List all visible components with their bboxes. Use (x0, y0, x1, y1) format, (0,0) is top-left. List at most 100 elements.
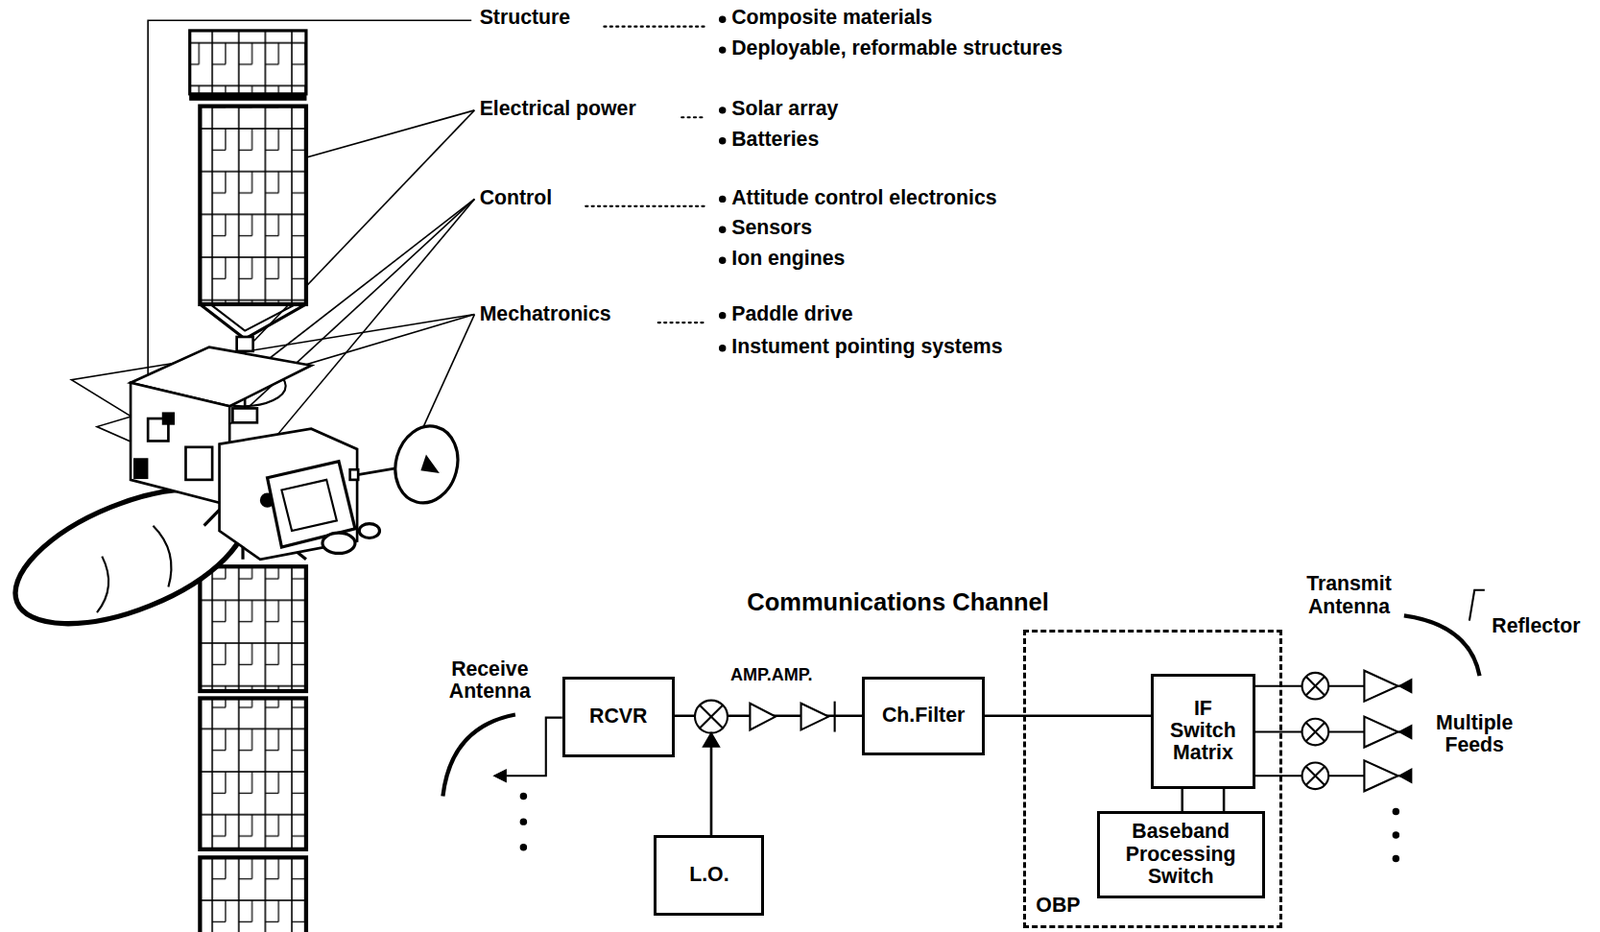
pointing-platform (322, 532, 356, 553)
oscillator-box: L.O. (653, 835, 765, 916)
item-text: Batteries (731, 128, 819, 151)
bullet-dots (718, 344, 726, 352)
solar-mast (237, 336, 254, 352)
item-text: Sensors (731, 216, 812, 239)
filter-box: Ch.Filter (861, 676, 985, 756)
group-heading: Mechatronics (479, 303, 612, 326)
leader-lines (292, 110, 475, 162)
lower-solar-panel (199, 857, 307, 932)
spacecraft-body (185, 447, 213, 480)
group-heading: Structure (479, 6, 571, 29)
spacecraft-body (134, 459, 147, 478)
large-reflector (96, 556, 109, 613)
pointing-platform (267, 461, 381, 554)
ellipsis-dots (520, 792, 527, 800)
mixer-symbol (694, 700, 728, 734)
bullet-dots (718, 195, 726, 203)
output-chains (1255, 685, 1303, 688)
output-chains (1306, 722, 1325, 741)
node-text: IF Switch Matrix (1162, 697, 1244, 765)
output-chains (1255, 730, 1303, 733)
bullet-dots (718, 256, 726, 263)
amplifier-symbol (749, 701, 835, 733)
ellipsis-dots (1392, 855, 1400, 862)
group-heading: Control (479, 187, 553, 210)
node-text: RCVR (589, 705, 647, 728)
group-tag: OBP (1035, 893, 1080, 918)
output-chains (1400, 769, 1412, 783)
dotted-leaders (585, 205, 706, 208)
receive-antenna (494, 769, 507, 783)
output-chains (1363, 716, 1398, 748)
amplifier-symbol (834, 701, 836, 733)
dotted-leaders (658, 321, 707, 324)
item-text: Instument pointing systems (731, 335, 1003, 359)
bullet-dots (718, 311, 726, 319)
upper-solar-panel (199, 304, 307, 339)
processing-box: Baseband Processing Switch (1097, 811, 1266, 898)
output-chains (1328, 730, 1364, 733)
amp-label: AMP.AMP. (730, 666, 813, 686)
transmit-reflector (1404, 615, 1481, 676)
item-text: Composite materials (731, 6, 932, 29)
output-chains (1306, 722, 1325, 741)
dotted-leaders (603, 25, 706, 28)
pointing-platform (281, 479, 336, 531)
lower-solar-panel (199, 566, 307, 692)
receive-antenna (442, 714, 515, 796)
amplifier-symbol (801, 703, 830, 731)
transmit-reflector (1469, 590, 1485, 621)
obp-group: OBP IF Switch MatrixBaseband Processing S… (1023, 629, 1283, 929)
item-text: Deployable, reformable structures (731, 37, 1063, 60)
receive-antenna (442, 714, 562, 796)
lo-arrow (704, 734, 719, 747)
upper-solar-panel (190, 30, 307, 339)
output-chains (1302, 762, 1330, 789)
group-heading: Electrical power (479, 97, 637, 120)
output-chains (1255, 774, 1303, 777)
output-chains (1363, 760, 1398, 791)
item-text: Ion engines (731, 247, 845, 270)
spacecraft-body (130, 382, 230, 506)
bullet-dots (718, 15, 726, 352)
dish-antenna (386, 419, 467, 511)
lower-solar-panel (199, 508, 307, 932)
bullet-dots (718, 46, 726, 53)
section-title: Communications Channel (746, 588, 1050, 616)
upper-solar-panel (190, 94, 307, 100)
ellipsis-dots (520, 843, 527, 851)
ellipsis-dots (520, 792, 1400, 862)
ellipsis-dots (520, 817, 527, 825)
item-text: Paddle drive (731, 303, 853, 326)
item-text: Attitude control electronics (731, 187, 997, 210)
output-chains (1306, 676, 1325, 695)
node-text: Baseband Processing Switch (1099, 820, 1263, 888)
output-chains (1400, 725, 1412, 739)
switch-box: IF Switch Matrix (1150, 673, 1255, 789)
output-chains (1302, 672, 1330, 700)
output-chains (1306, 766, 1325, 786)
spacecraft-body (219, 429, 359, 560)
dotted-leaders (681, 116, 707, 119)
output-chains (1328, 685, 1364, 688)
antenna-label: Receive Antenna (438, 658, 541, 704)
ellipsis-dots (1392, 831, 1400, 838)
mixer-symbol (699, 705, 722, 728)
upper-solar-panel (190, 30, 307, 95)
mixer-symbol (694, 700, 728, 734)
receiver-box: RCVR (562, 676, 675, 758)
output-chains (1400, 679, 1412, 693)
upper-solar-panel (199, 106, 307, 305)
output-chains (1363, 670, 1398, 702)
receive-antenna (505, 717, 562, 777)
node-text: L.O. (689, 863, 729, 886)
dish-antenna (350, 419, 467, 511)
output-chains (1302, 718, 1330, 746)
upper-solar-panel (210, 304, 296, 332)
node-text: Ch.Filter (882, 704, 965, 727)
mixer-symbol (699, 705, 722, 728)
feeds-label: Multiple Feeds (1423, 712, 1526, 758)
solar-mast (232, 407, 258, 423)
leader-lines (147, 20, 472, 380)
